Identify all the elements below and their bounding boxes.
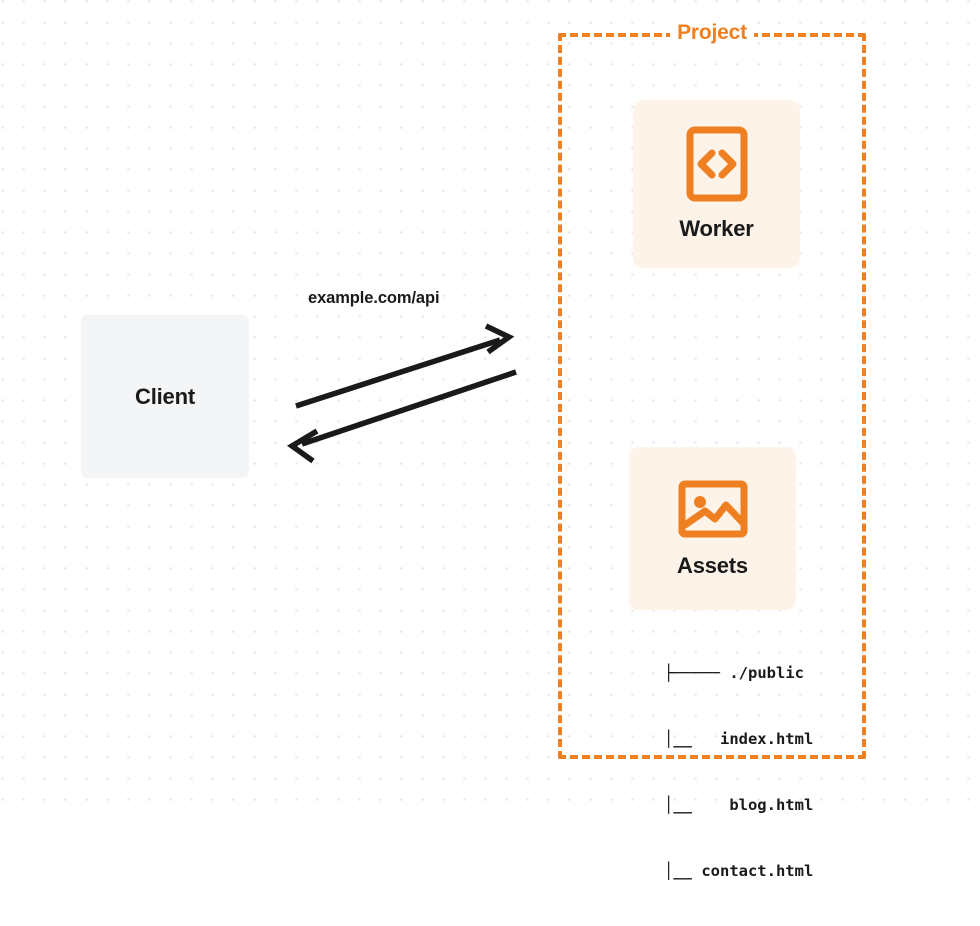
group-project: Project	[558, 21, 866, 759]
node-worker-label: Worker	[679, 216, 754, 241]
group-project-label: Project	[670, 21, 754, 45]
node-worker[interactable]: Worker	[633, 100, 800, 268]
file-tree-row: │__ index.html	[608, 730, 814, 748]
node-assets-label: Assets	[677, 552, 748, 578]
request-arrow	[295, 323, 515, 409]
node-client-label: Client	[135, 383, 195, 409]
file-tree-row: │__ blog.html	[608, 796, 814, 814]
node-assets[interactable]: Assets	[629, 447, 796, 610]
file-tree-row: ├───── ./public	[664, 664, 804, 682]
file-tree-row: │__ contact.html	[608, 862, 814, 880]
diagram-canvas: Client example.com/api Project Worker	[0, 0, 980, 880]
image-picture-icon	[678, 479, 748, 539]
response-arrow	[286, 369, 517, 464]
connection-label: example.com/api	[308, 289, 440, 307]
code-brackets-icon	[686, 126, 748, 202]
node-client[interactable]: Client	[81, 315, 249, 478]
assets-file-tree: ├───── ./public │__ index.html │__ blog.…	[608, 618, 814, 926]
